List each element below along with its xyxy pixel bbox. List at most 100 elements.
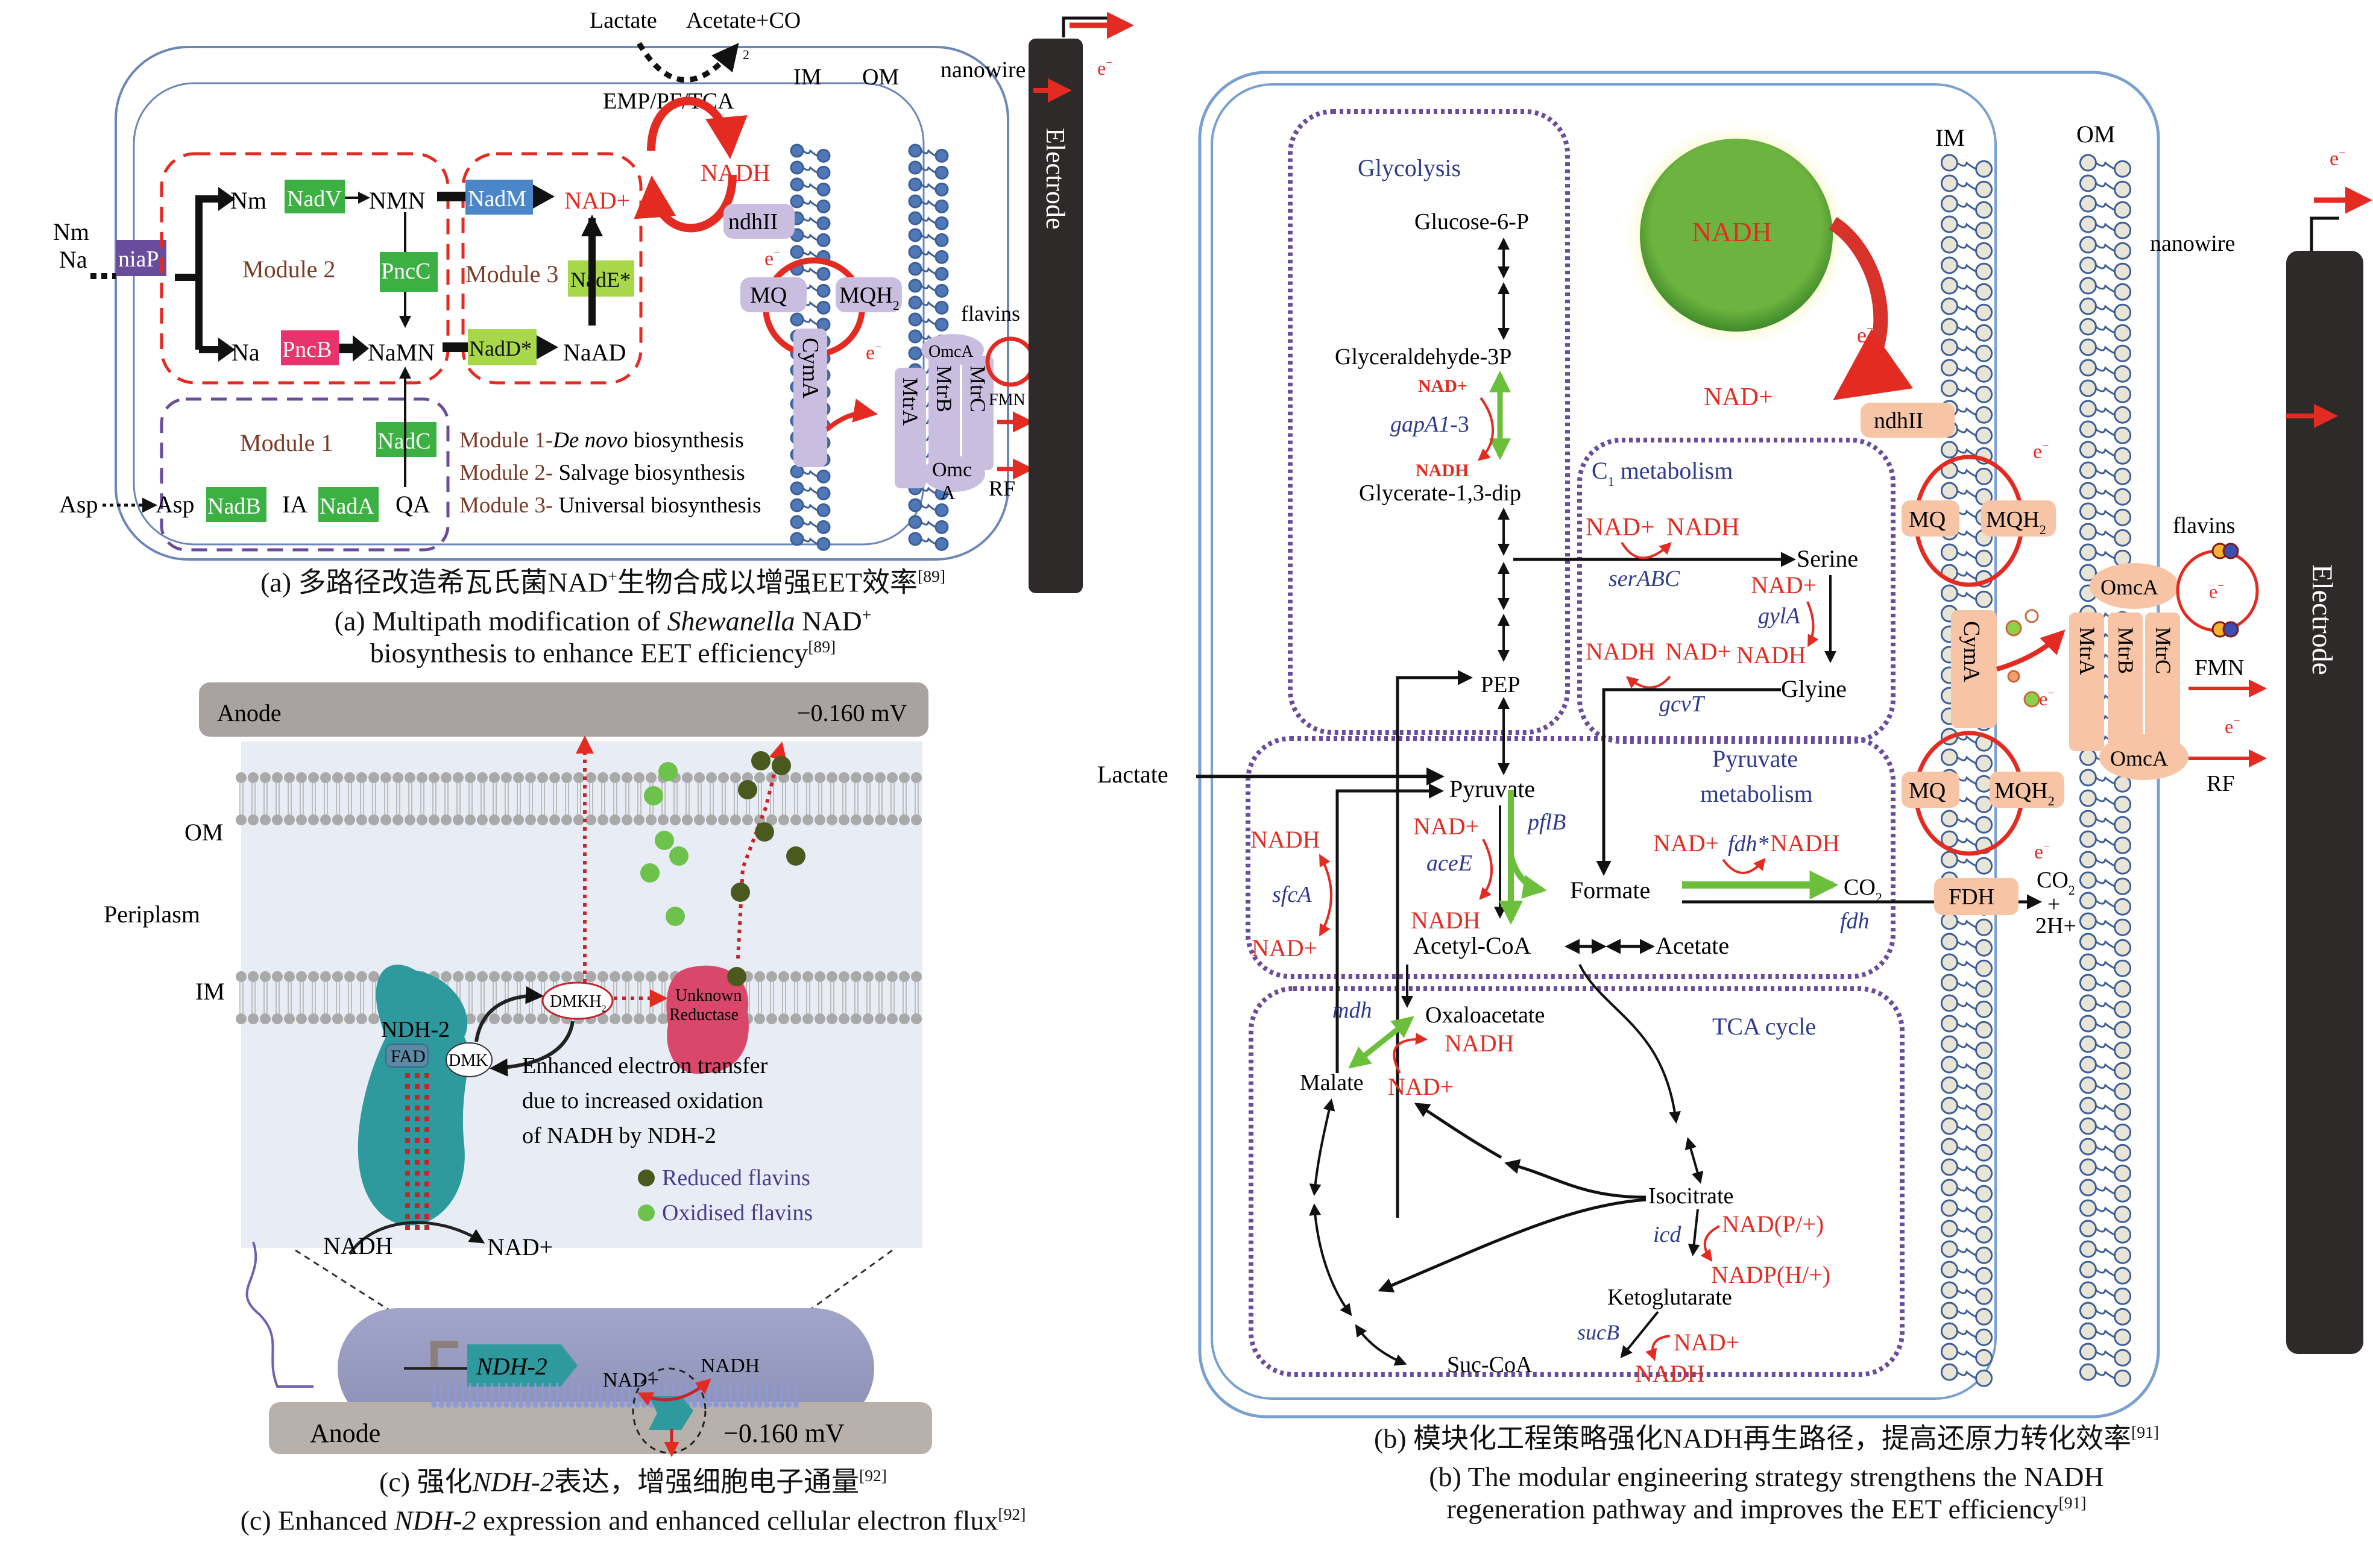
lipid-head	[1940, 1220, 1958, 1238]
lipid-tail	[2095, 284, 2116, 293]
lipid-head	[2114, 508, 2132, 526]
ndh2-gene-box	[467, 1344, 578, 1387]
isocitrate-to-ketoglutarate	[1688, 1209, 1700, 1256]
gapa-red-arc	[1477, 397, 1494, 461]
lipid-head	[619, 1402, 625, 1408]
lipid-head	[296, 814, 307, 825]
lipid-head	[622, 971, 632, 982]
sfc-nad-plus: NAD+	[1252, 934, 1317, 962]
serabc-gene: serABC	[1609, 566, 1680, 591]
lipid-head	[790, 515, 804, 529]
lipid-tail	[2095, 1083, 2116, 1092]
lipid-tail	[2095, 468, 2116, 477]
lipid-head	[272, 772, 283, 783]
lipid-head	[934, 216, 949, 230]
lipid-head	[908, 312, 922, 327]
lipid-tail	[802, 537, 818, 545]
lipid-head	[1975, 262, 1993, 280]
lipid-head	[2114, 447, 2132, 465]
lipid-head	[908, 211, 922, 225]
lipid-tail	[2095, 1206, 2116, 1215]
omca-bottom-b	[2099, 734, 2189, 780]
enzyme-nadm-label: NadM	[468, 186, 526, 212]
lipid-head	[1940, 1138, 1958, 1156]
lipid-tail	[2095, 550, 2116, 559]
electron-label-a1: e−	[764, 247, 780, 270]
lipid-head	[934, 520, 949, 534]
lipid-head	[525, 1402, 531, 1408]
omca-top-label-a: OmcA	[928, 342, 974, 361]
lipid-head	[465, 814, 476, 825]
lipid-head	[706, 814, 717, 825]
lipid-head	[718, 814, 729, 825]
sfca-red-arc	[1319, 854, 1332, 937]
enzyme-pncc	[380, 252, 438, 292]
lipid-head	[525, 1013, 536, 1024]
nadh-sphere-label: NADH	[1692, 216, 1772, 247]
arrow-nadm-nad	[533, 184, 555, 209]
lipid-head	[1975, 1062, 1993, 1080]
lipid-head	[1975, 754, 1993, 772]
lipid-head	[2079, 769, 2097, 787]
lipid-head	[1940, 1179, 1958, 1197]
lipid-head	[1940, 810, 1958, 828]
metabolite-naad: NaAD	[563, 339, 626, 366]
lipid-head	[2079, 1302, 2097, 1320]
lipid-head	[2079, 1076, 2097, 1094]
enzyme-nadb	[206, 487, 266, 522]
mqh2-label-b2: MQH2	[1994, 778, 2055, 808]
lipid-tail	[2095, 919, 2116, 928]
mtrc-protein-a	[962, 356, 994, 470]
lipid-head	[1940, 584, 1958, 602]
lipid-head	[248, 814, 259, 825]
lipid-head	[875, 814, 886, 825]
lipid-head	[1975, 303, 1993, 321]
lipid-head	[2114, 385, 2132, 403]
lipid-head	[1975, 221, 1993, 239]
lipid-head	[540, 1402, 546, 1408]
fad-box	[385, 1044, 429, 1068]
outer-membrane-bilayer-c	[236, 772, 922, 825]
lipid-head	[2079, 871, 2097, 889]
lipid-head	[790, 143, 804, 158]
lipid-head	[236, 772, 247, 783]
lipid-head	[2114, 1226, 2132, 1244]
c1-title: C1 metabolism	[1592, 457, 1733, 489]
enzyme-nade-label: NadE*	[570, 268, 631, 292]
lipid-head	[2114, 1369, 2132, 1387]
mtrc-label-a: MtrC	[966, 365, 990, 412]
fdh-red-arc	[1722, 857, 1766, 874]
mqh2-protein-b1	[1981, 500, 2056, 537]
lipid-head	[851, 772, 862, 783]
lipid-head	[2114, 262, 2132, 280]
omca-top-b	[2090, 563, 2179, 609]
connector-namn-nadd	[443, 342, 469, 352]
lipid-head	[1975, 1267, 1993, 1285]
inner-membrane-bilayer-b	[1940, 154, 1993, 1387]
flavin-dot-3	[2007, 670, 2020, 683]
lipid-tail	[1956, 837, 1977, 846]
lipid-head	[612, 1402, 618, 1408]
lipid-head	[344, 1013, 355, 1024]
nadh-sphere	[1640, 139, 1833, 332]
lipid-tail	[1956, 161, 1977, 170]
lipid-head	[308, 1013, 319, 1024]
lipid-head	[2079, 359, 2097, 377]
lipid-tail	[2095, 222, 2116, 231]
lipid-head	[815, 1013, 825, 1024]
lipid-head	[2079, 1220, 2097, 1238]
lipid-tail	[1956, 981, 1977, 990]
description-text: Enhanced electron transfer due to increa…	[522, 1053, 768, 1148]
module-1-label: Module 1	[240, 429, 333, 456]
lipid-tail	[2095, 1145, 2116, 1154]
lipid-head	[610, 814, 620, 825]
electron-label-b4: e−	[2209, 579, 2224, 602]
glyine-to-formate	[1596, 688, 1781, 876]
lipid-head	[2114, 406, 2132, 424]
lipid-head	[1975, 1082, 1993, 1100]
lipid-head	[816, 233, 831, 247]
lipid-head	[757, 1402, 763, 1408]
lipid-head	[453, 814, 464, 825]
lipid-head	[816, 537, 831, 551]
lipid-tail	[2095, 776, 2116, 785]
